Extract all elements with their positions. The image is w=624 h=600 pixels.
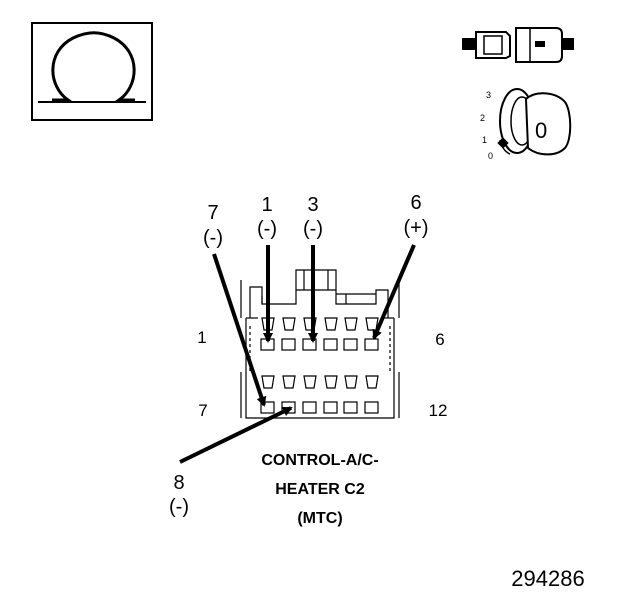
row-label-pin-1: 1 [197, 328, 206, 347]
disconnect-connector-icon [462, 27, 574, 63]
terminal-9 [302, 375, 317, 414]
arrow-pin-7 [212, 253, 267, 407]
terminal-5 [343, 317, 358, 351]
arrow-pin-8 [179, 406, 293, 464]
terminal-11 [343, 375, 358, 414]
callout-pin-1-number: 1 [261, 194, 272, 216]
connector-row-top [260, 317, 379, 351]
connector-row-bottom [260, 375, 379, 414]
ignition-position-0: 0 [488, 151, 493, 161]
ignition-position-2: 2 [480, 113, 485, 123]
ignition-position-3: 3 [486, 90, 491, 100]
terminal-7 [260, 375, 275, 414]
callout-pin-8-number: 8 [173, 472, 184, 494]
terminal-12 [364, 375, 379, 414]
terminal-4 [323, 317, 338, 351]
callout-pin-7-number: 7 [207, 202, 218, 224]
connector-caption-line-1: CONTROL-A/C- [261, 452, 378, 469]
callout-pin-8-polarity: (-) [169, 496, 189, 518]
callout-pin-3-polarity: (-) [303, 218, 323, 240]
callout-pin-3-number: 3 [307, 194, 318, 216]
ohmmeter-icon [31, 22, 153, 121]
connector-caption-line-2: HEATER C2 [275, 481, 365, 498]
row-label-pin-7: 7 [198, 401, 207, 420]
ignition-key-position: 0 [535, 118, 547, 143]
callout-pin-6-number: 6 [410, 192, 421, 214]
terminal-10 [323, 375, 338, 414]
callout-pin-1-polarity: (-) [257, 218, 277, 240]
figure-number: 294286 [511, 566, 584, 591]
connector-caption-line-3: (MTC) [297, 510, 342, 527]
terminal-2 [281, 317, 296, 351]
connector-c2 [240, 269, 400, 419]
ignition-off-icon: 3 2 1 0 0 [480, 88, 572, 161]
row-label-pin-12: 12 [429, 401, 448, 420]
callout-pin-7-polarity: (-) [203, 227, 223, 249]
ignition-position-1: 1 [482, 135, 487, 145]
row-label-pin-6: 6 [435, 330, 444, 349]
arrow-pin-6 [372, 244, 416, 340]
callout-pin-6-polarity: (+) [404, 217, 429, 239]
